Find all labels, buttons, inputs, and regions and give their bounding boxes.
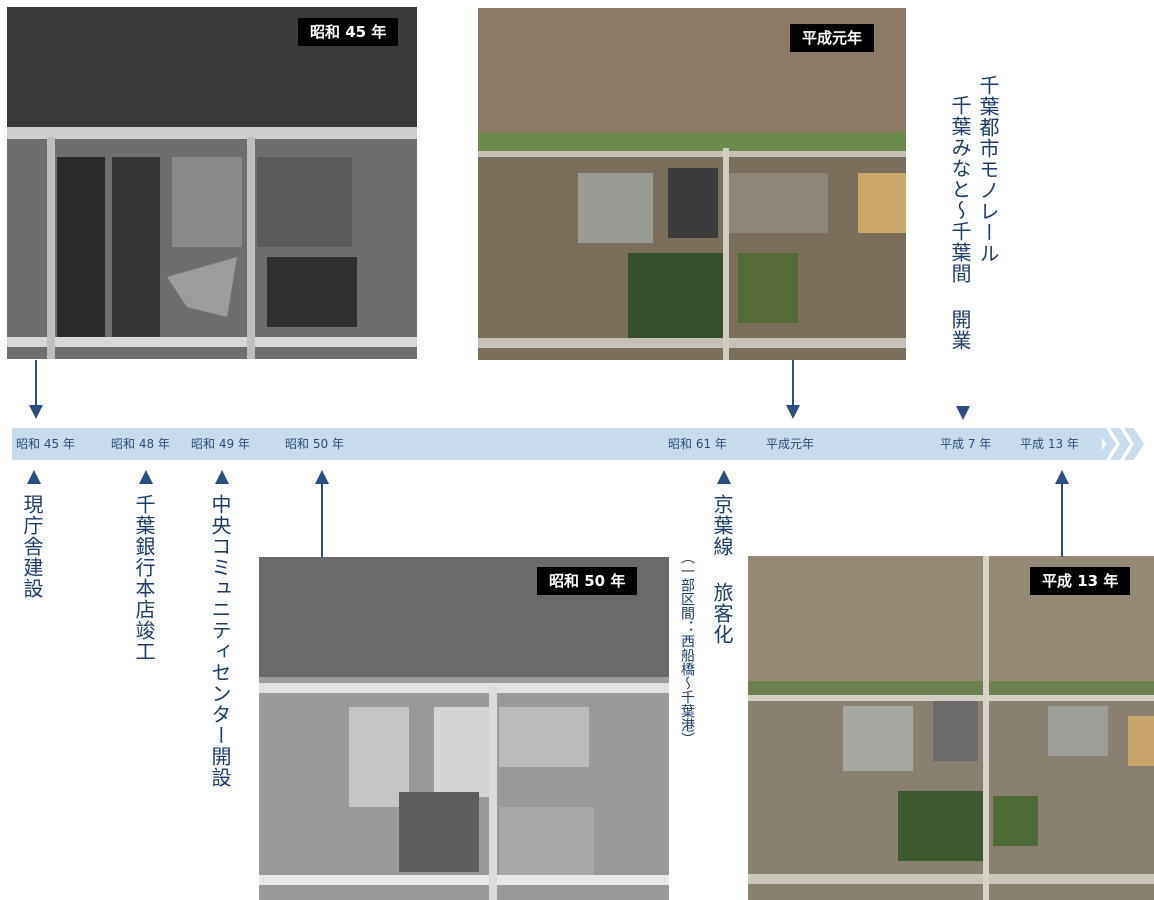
year-label-heisei1: 平成元年 [766,437,815,451]
year-label-showa48: 昭和 48 年 [111,437,170,451]
aerial-photo-showa50 [259,557,669,900]
aerial-photo-heisei1 [478,8,906,360]
connector-line-heisei1 [792,360,794,408]
connector-line-showa45 [35,360,37,408]
arrow-up-icon [215,470,229,484]
year-label-showa49: 昭和 49 年 [191,437,250,451]
photo-label-showa50: 昭和 50 年 [537,567,638,595]
event-showa45: 現庁舎建設 [20,494,44,599]
event-showa61-note: （一部区間：西船橋〜千葉港） [679,550,695,746]
arrow-down-icon [29,405,43,419]
connector-line-heisei13 [1061,482,1063,557]
photo-label-heisei1: 平成元年 [790,24,875,52]
timeline-bar [12,428,1102,460]
year-label-showa45: 昭和 45 年 [16,437,75,451]
event-heisei7-line2: 千葉みなと〜千葉間 開業 [948,95,972,351]
arrow-up-icon [717,470,731,484]
event-showa49: 中央コミュニティセンター開設 [208,494,232,788]
year-label-showa50: 昭和 50 年 [285,437,344,451]
aerial-photo-heisei13 [748,556,1154,900]
chevron-arrow-icon [1096,428,1144,460]
arrow-up-icon [27,470,41,484]
year-label-showa61: 昭和 61 年 [668,437,727,451]
arrow-down-icon [956,406,970,420]
event-heisei7-line1: 千葉都市モノレール [976,75,1000,264]
arrow-down-icon [786,405,800,419]
year-label-heisei13: 平成 13 年 [1020,437,1079,451]
arrow-up-icon [139,470,153,484]
event-showa48: 千葉銀行本店竣工 [132,494,156,662]
connector-line-showa50 [321,482,323,557]
year-label-heisei7: 平成 7 年 [940,437,992,451]
aerial-photo-showa45 [7,7,417,359]
arrow-up-icon [315,470,329,484]
photo-label-showa45: 昭和 45 年 [298,18,399,46]
photo-label-heisei13: 平成 13 年 [1030,567,1131,595]
event-showa61: 京葉線 旅客化 [710,494,734,645]
arrow-up-icon [1055,470,1069,484]
